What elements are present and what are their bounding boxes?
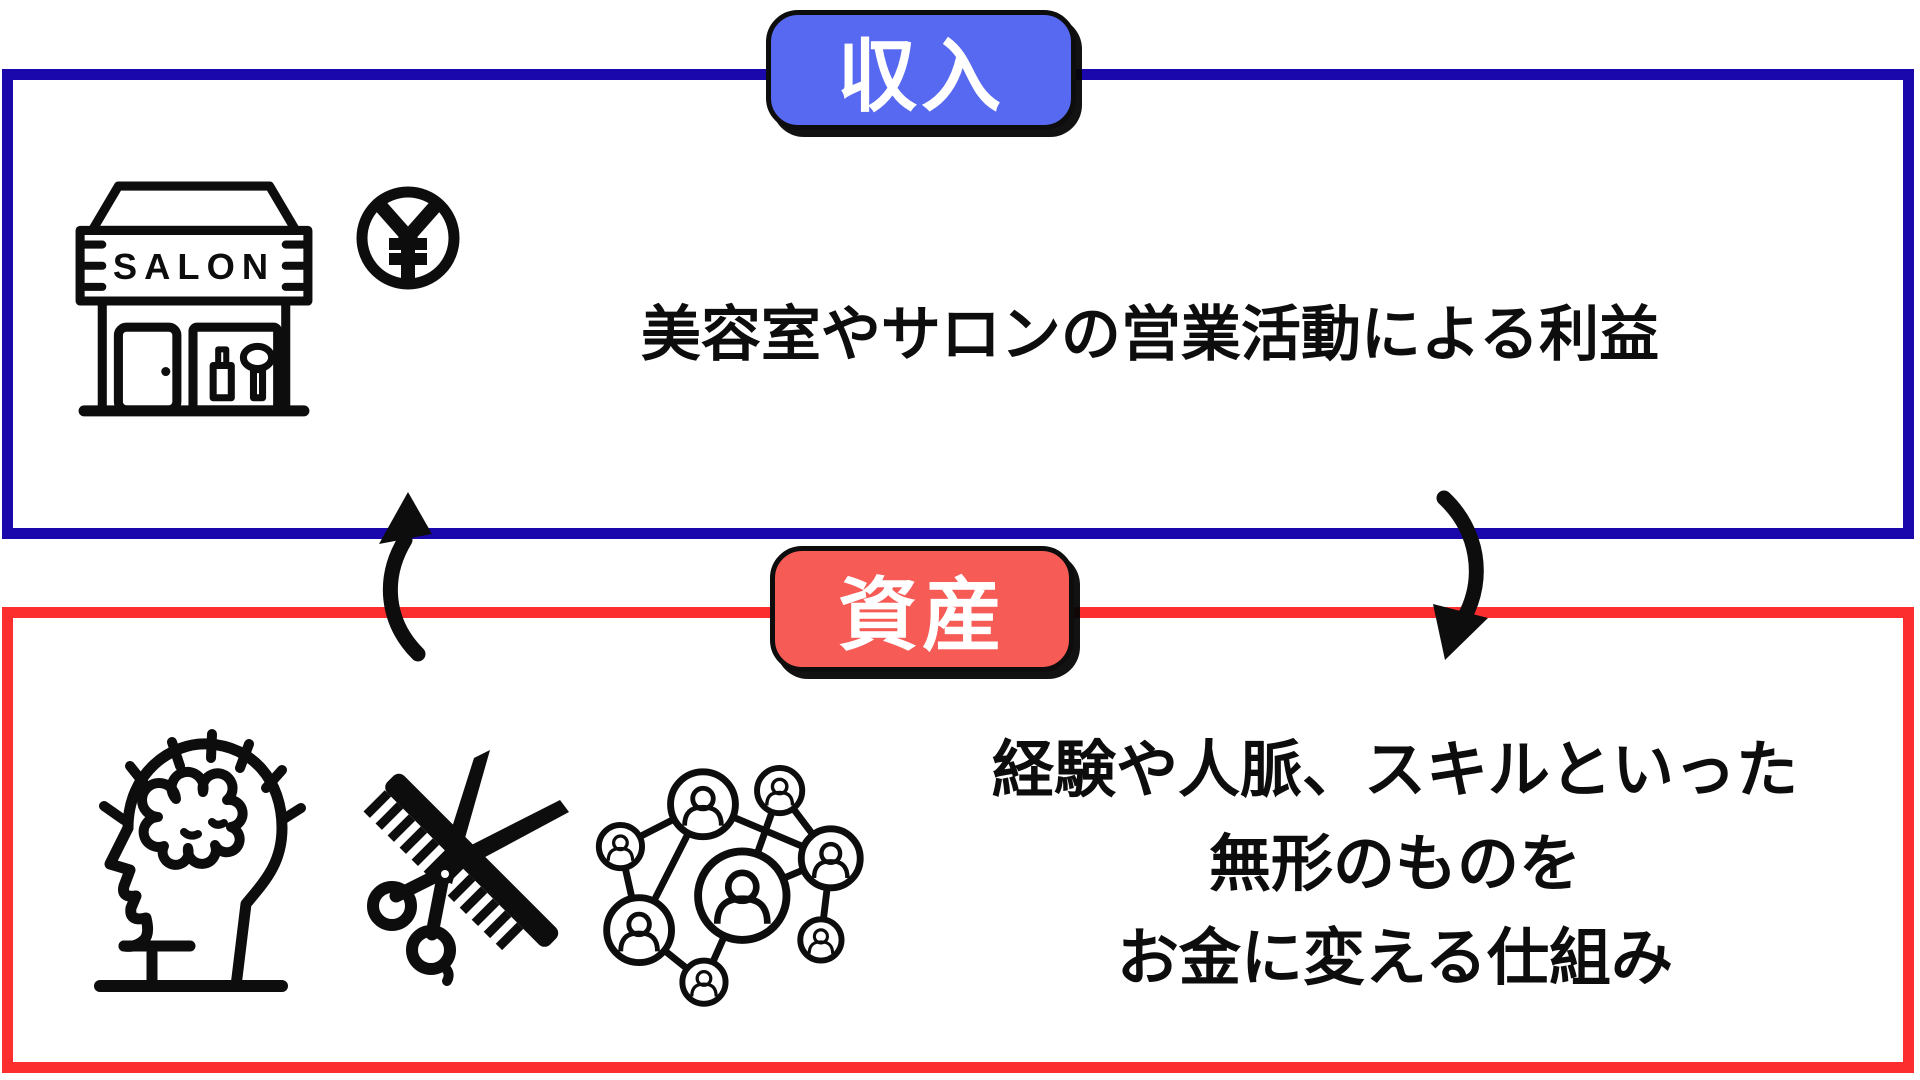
arrow-down-icon — [1428, 490, 1504, 662]
asset-description-line-2: 無形のものを — [1208, 830, 1581, 899]
income-label-badge: 収入 — [766, 10, 1076, 130]
arrow-up-icon — [372, 490, 448, 662]
asset-description-line-1: 経験や人脈、スキルといった — [991, 736, 1798, 805]
people-network-icon — [588, 736, 873, 1021]
salon-sign-text: SALON — [113, 246, 275, 287]
income-label-text: 収入 — [837, 32, 1005, 121]
asset-description-line-3: お金に変える仕組み — [1116, 924, 1674, 993]
scissors-comb-icon — [356, 750, 571, 988]
idea-head-icon — [86, 728, 318, 1004]
income-description: 美容室やサロンの営業活動による利益 — [640, 301, 1660, 368]
salon-storefront-icon: SALON — [68, 178, 320, 424]
yen-coin-icon: ¥ — [352, 182, 464, 294]
asset-label-badge: 資産 — [770, 546, 1074, 672]
asset-description: 経験や人脈、スキルといった 無形のものを お金に変える仕組み — [955, 724, 1835, 1006]
asset-label-text: 資産 — [838, 571, 1006, 660]
asset-section-box — [2, 607, 1914, 1073]
